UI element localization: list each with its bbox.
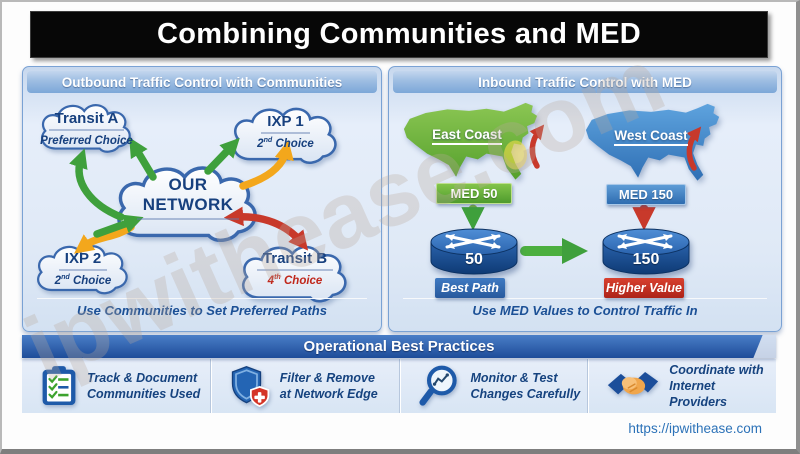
router-value: 150: [632, 251, 660, 268]
shield-filter-icon: [231, 366, 269, 407]
cloud-transit-b: Transit B 4th Choice: [235, 241, 355, 303]
inbound-panel-header: Inbound Traffic Control with MED: [393, 71, 777, 93]
footer-link[interactable]: https://ipwithease.com: [628, 421, 762, 436]
yellow-arrow-ixp1: [239, 140, 294, 190]
green-arrow-transit-a: [129, 137, 157, 181]
cloud-shape: [232, 107, 337, 164]
red-double-arrow-transit-b: [223, 206, 309, 251]
outbound-panel-header: Outbound Traffic Control with Communitie…: [27, 71, 377, 93]
community-arrows: [69, 137, 309, 254]
handshake-icon: [608, 372, 659, 395]
cloud-subtitle: 2nd Choice: [257, 135, 314, 150]
magnifier-chart-icon: [418, 365, 457, 406]
panel-outbound-communities: Outbound Traffic Control with Communitie…: [22, 66, 382, 332]
network-line2: NETWORK: [142, 195, 234, 214]
right-panel-caption: Use MED Values to Control Traffic In: [472, 303, 698, 318]
left-panel-caption: Use Communities to Set Preferred Paths: [77, 303, 327, 318]
west-coast-label: West Coast: [595, 128, 707, 146]
east-coast-map: [403, 102, 538, 180]
cloud-shape: [242, 245, 347, 303]
best-practices-band: Operational Best Practices Track & Docum…: [22, 335, 776, 413]
router-icon: [430, 228, 518, 275]
clipboard-checklist-icon: [42, 366, 76, 405]
green-arrow-ixp1: [204, 137, 240, 175]
cloud-shape: [37, 245, 128, 295]
router-value: 50: [465, 251, 483, 268]
east-inbound-red-arrow: [529, 124, 545, 169]
best-practices-header: Operational Best Practices: [22, 335, 776, 358]
inbound-panel-title: Inbound Traffic Control with MED: [478, 74, 692, 90]
title-bar: Combining Communities and MED: [30, 11, 768, 58]
router-50: 50: [429, 227, 519, 275]
green-arrow-to-network: [93, 214, 144, 238]
panel-inbound-med: Inbound Traffic Control with MED East Co…: [388, 66, 782, 332]
best-path-badge: Best Path: [435, 278, 505, 298]
cloud-title: Transit A: [48, 111, 125, 131]
cloud-ixp2: IXP 2 2nd Choice: [31, 241, 135, 295]
east-coast-label: East Coast: [411, 127, 523, 145]
outbound-panel-title: Outbound Traffic Control with Communitie…: [61, 74, 343, 90]
higher-value-badge: Higher Value: [604, 278, 684, 298]
med-arrows: [461, 124, 702, 265]
west-inbound-red-arrow: [686, 126, 702, 171]
right-panel-divider: [403, 298, 767, 299]
cloud-transit-a: Transit A Preferred Choice: [35, 100, 138, 154]
router-icon: [602, 228, 690, 275]
cloud-our-network: OUR NETWORK: [108, 160, 268, 242]
med-50-badge: MED 50: [436, 183, 512, 204]
green-arrow-transit-a-curved: [69, 148, 125, 221]
cloud-subtitle: Preferred Choice: [40, 134, 133, 147]
cloud-shape: [41, 104, 131, 153]
left-panel-divider: [37, 298, 367, 299]
network-line1: OUR: [168, 175, 208, 195]
cloud-subtitle: 2nd Choice: [54, 272, 112, 287]
router-150: 150: [601, 227, 691, 275]
med-150-badge: MED 150: [606, 184, 686, 205]
cloud-title: Transit B: [256, 251, 334, 271]
cloud-title: IXP 1: [261, 114, 310, 134]
cloud-subtitle: 4th Choice: [267, 272, 323, 287]
cloud-ixp1: IXP 1 2nd Choice: [226, 103, 345, 164]
cloud-title: IXP 2: [58, 251, 108, 271]
page-title: Combining Communities and MED: [157, 18, 641, 50]
best-practices-title: Operational Best Practices: [303, 338, 495, 355]
